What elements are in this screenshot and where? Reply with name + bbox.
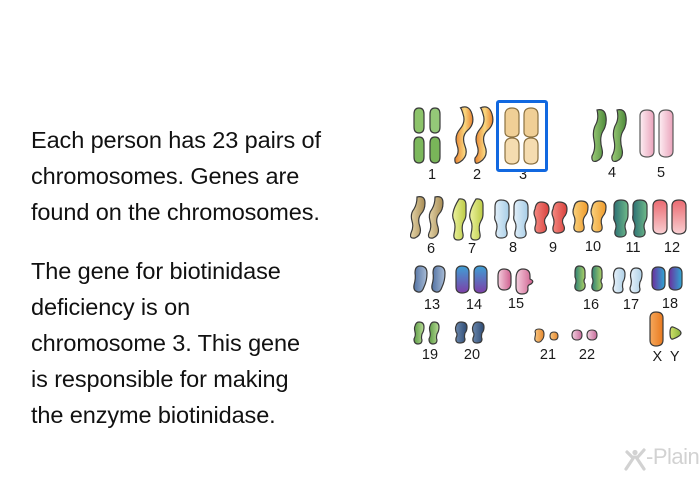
chromosome-pair-3-icon bbox=[504, 107, 539, 165]
chromosome-label-15: 15 bbox=[507, 296, 525, 312]
chromosome-group-7: 7 bbox=[452, 196, 492, 257]
chromosome-pair-6-icon bbox=[410, 196, 444, 239]
chromosome-label-17: 17 bbox=[622, 297, 640, 313]
x-person-head bbox=[632, 449, 638, 456]
paragraph-biotinidase: The gene for biotinidase deficiency is o… bbox=[31, 258, 300, 428]
chromosome-pair-1-icon bbox=[413, 107, 441, 164]
chromosome-label-10: 10 bbox=[584, 239, 602, 255]
chromosome-group-20: 20 bbox=[452, 320, 492, 363]
chromosome-group-4: 4 bbox=[589, 106, 635, 181]
chromosome-pair-22-icon bbox=[571, 329, 598, 341]
chromosome-label-2: 2 bbox=[472, 167, 482, 183]
chromosome-pair-5-icon bbox=[639, 109, 674, 158]
chromosome-pair-19-icon bbox=[413, 321, 440, 345]
chromosome-label-xy: X Y bbox=[652, 349, 682, 365]
chromosome-group-14: 14 bbox=[454, 264, 494, 313]
paragraph-intro: Each person has 23 pairs of chromosomes.… bbox=[31, 126, 321, 225]
chromosome-pair-21-icon bbox=[534, 328, 559, 343]
chromosome-pair-18-icon bbox=[651, 266, 683, 291]
chromosome-group-xy: X Y bbox=[644, 310, 690, 365]
chromosome-label-22: 22 bbox=[578, 347, 596, 363]
chromosome-label-16: 16 bbox=[582, 297, 600, 313]
chromosome-label-20: 20 bbox=[463, 347, 481, 363]
chromosome-label-9: 9 bbox=[548, 240, 558, 256]
chromosome-label-12: 12 bbox=[663, 240, 681, 256]
chromosome-pair-12-icon bbox=[652, 199, 687, 235]
chromosome-label-6: 6 bbox=[426, 241, 436, 257]
logo-text: -Plain bbox=[646, 444, 700, 469]
chromosome-group-22: 22 bbox=[567, 326, 607, 363]
karyotype-row-2: 6 7 8 bbox=[404, 194, 689, 262]
x-person-icon bbox=[624, 448, 646, 471]
chromosome-label-13: 13 bbox=[423, 297, 441, 313]
chromosome-label-8: 8 bbox=[508, 240, 518, 256]
chromosome-group-13: 13 bbox=[412, 264, 452, 313]
chromosome-label-7: 7 bbox=[467, 241, 477, 257]
chromosome-pair-11-icon bbox=[613, 199, 648, 238]
chromosome-pair-20-icon bbox=[454, 321, 485, 344]
chromosome-label-14: 14 bbox=[465, 297, 483, 313]
chromosome-pair-13-icon bbox=[413, 265, 446, 293]
chromosome-group-5: 5 bbox=[638, 106, 684, 181]
chromosome-label-21: 21 bbox=[539, 347, 557, 363]
chromosome-label-18: 18 bbox=[661, 296, 679, 312]
content-text-panel: Each person has 23 pairs of chromosomes.… bbox=[31, 98, 381, 457]
chromosome-label-19: 19 bbox=[421, 347, 439, 363]
chromosome-pair-16-icon bbox=[574, 265, 603, 292]
karyotype-row-3: 13 14 15 bbox=[404, 264, 689, 322]
chromosome-pair-9-icon bbox=[533, 201, 568, 234]
chromosome-pair-10-icon bbox=[572, 200, 607, 233]
chromosome-group-1: 1 bbox=[408, 104, 456, 183]
chromosome-pair-14-icon bbox=[455, 265, 488, 294]
chromosome-group-18: 18 bbox=[650, 265, 690, 312]
chromosome-group-12: 12 bbox=[651, 197, 693, 256]
chromosome-group-15: 15 bbox=[496, 267, 536, 312]
xplain-logo: -Plain bbox=[622, 443, 700, 471]
chromosome-pair-4-icon bbox=[591, 109, 627, 163]
chromosome-pair-15-icon bbox=[497, 268, 534, 295]
chromosome-label-1: 1 bbox=[427, 167, 437, 183]
chromosome-pair-8-icon bbox=[494, 199, 529, 239]
chromosome-pair-xy-icon bbox=[649, 311, 682, 347]
chromosome-group-3: 3 bbox=[500, 104, 546, 183]
chromosome-label-4: 4 bbox=[607, 165, 617, 181]
chromosome-group-16: 16 bbox=[571, 264, 611, 313]
chromosome-group-8: 8 bbox=[492, 197, 534, 256]
chromosome-group-2: 2 bbox=[454, 102, 500, 183]
chromosome-group-11: 11 bbox=[612, 197, 654, 256]
chromosome-pair-17-icon bbox=[612, 267, 643, 294]
karyotype-row-4: 19 20 21 bbox=[404, 311, 689, 372]
chromosome-label-3: 3 bbox=[518, 167, 528, 183]
chromosome-group-21: 21 bbox=[528, 326, 568, 363]
chromosome-group-19: 19 bbox=[410, 320, 450, 363]
chromosome-label-5: 5 bbox=[656, 165, 666, 181]
chromosome-label-11: 11 bbox=[625, 240, 641, 256]
chromosome-pair-7-icon bbox=[452, 198, 484, 241]
chromosome-group-10: 10 bbox=[572, 198, 614, 255]
karyotype-row-1: 1 2 bbox=[404, 98, 689, 186]
chromosome-group-9: 9 bbox=[533, 199, 573, 256]
chromosome-pair-2-icon bbox=[454, 106, 494, 164]
karyotype-diagram: 1 2 bbox=[404, 98, 689, 365]
chromosome-group-6: 6 bbox=[410, 194, 452, 257]
chromosome-group-17: 17 bbox=[611, 266, 651, 313]
